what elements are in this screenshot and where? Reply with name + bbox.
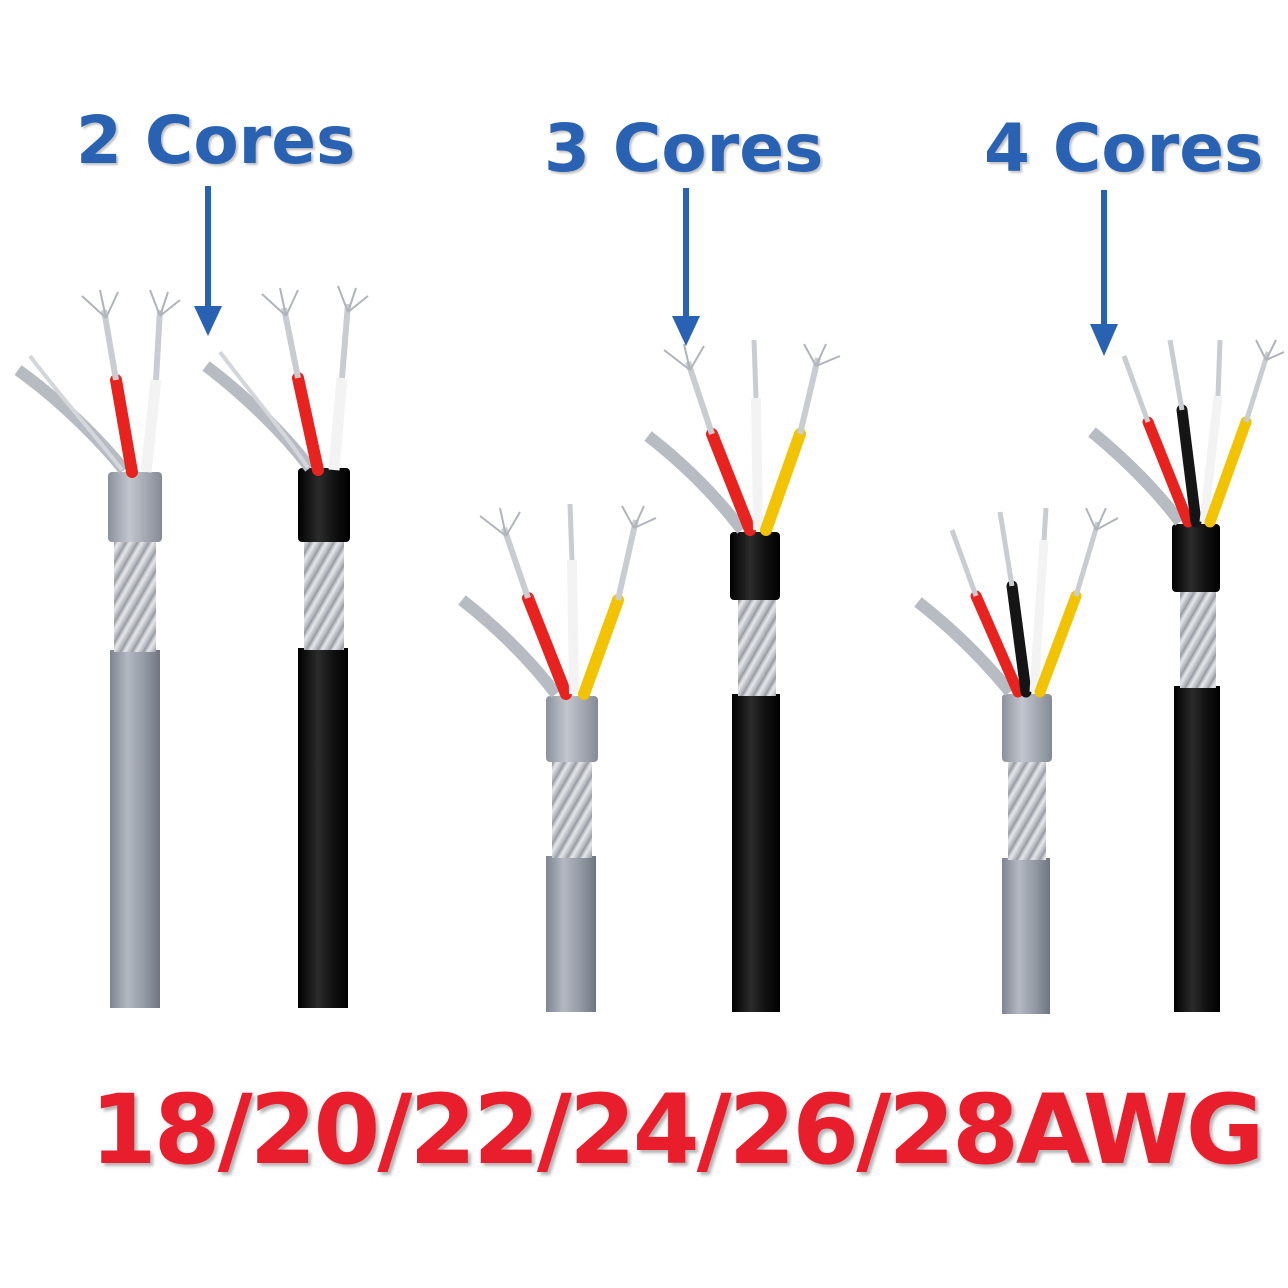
three-cores-label: 3 Cores <box>544 110 824 187</box>
four-cores-label: 4 Cores <box>984 110 1264 187</box>
arrow-2-cores <box>194 186 222 336</box>
arrow-3-cores <box>672 188 700 346</box>
cable-2-cores-grey <box>14 289 181 1008</box>
two-cores-label: 2 Cores <box>76 102 356 179</box>
arrow-4-cores <box>1090 190 1118 356</box>
cable-3-cores-grey <box>458 503 657 1012</box>
gauge-range-text: 18/20/22/24/26/28AWG <box>90 1074 1265 1186</box>
cable-4-cores-grey <box>914 507 1119 1014</box>
cable-2-cores-black <box>202 285 369 1008</box>
cable-3-cores-black <box>644 339 841 1012</box>
cable-4-cores-black <box>1088 339 1285 1012</box>
